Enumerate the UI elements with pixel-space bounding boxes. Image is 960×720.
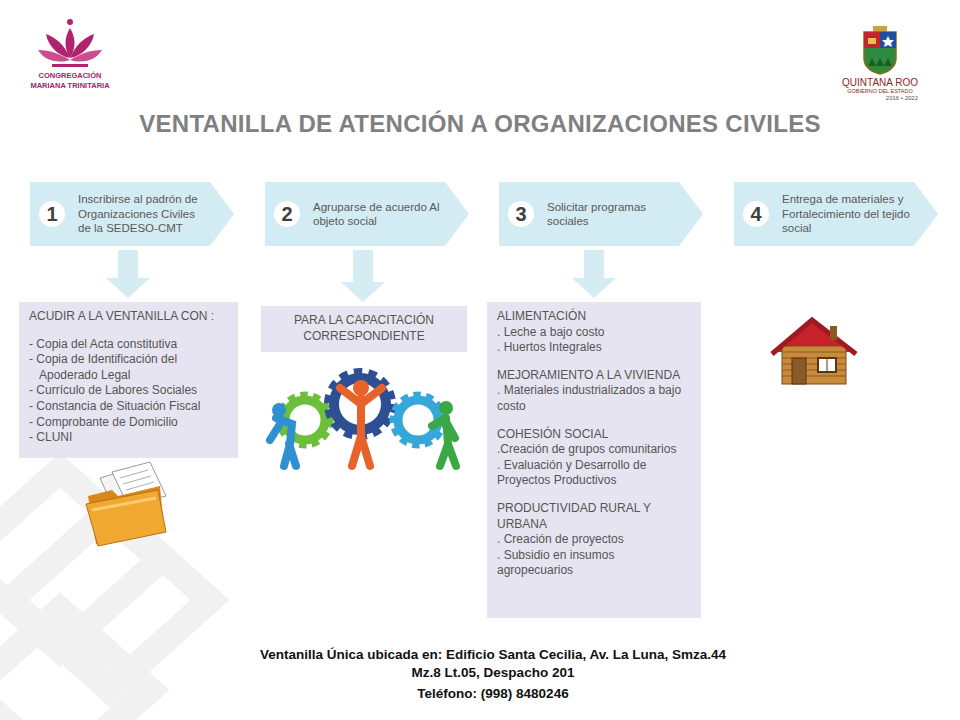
box-text: - Copia del Acta constitutiva [29,337,228,353]
down-arrow [572,250,616,298]
footer-note: Ventanilla Única ubicada en: Edificio Sa… [258,646,728,681]
house-icon [772,320,856,384]
step-text: Solicitar programas sociales [547,200,677,229]
step-text: Entrega de materiales y Fortalecimiento … [782,192,912,235]
quintana-roo-shield [864,26,896,74]
step-chevron: 3 Solicitar programas sociales [499,182,703,246]
chevron-shape [265,182,469,246]
logo-text: CONGREGACIÓN MARIANA TRINITARIA [22,71,118,91]
step-circle [39,201,65,227]
chevron-fill [734,182,938,246]
box-text: - Copia de Identificación del Apoderado … [29,352,228,383]
step-text-wrap: Agruparse de acuerdo Al objeto social [313,200,443,229]
box-text: - Constancia de Situación Fiscal [29,399,228,415]
chevron-fill [265,182,469,246]
congregacion-logo [38,19,102,67]
box-text: PRODUCTIVIDAD RURAL Y URBANA [497,501,691,532]
box-text: ALIMENTACIÓN [497,309,691,325]
down-arrow [106,250,150,298]
step-number: 3 [508,201,534,227]
box-text: . Subsidio en insumos agropecuarios [497,548,691,579]
step-text: Agruparse de acuerdo Al objeto social [313,200,443,229]
teamwork-gears [270,373,456,466]
step-text-wrap: Solicitar programas sociales [547,200,677,229]
step-chevron: 2 Agruparse de acuerdo Al objeto social [265,182,469,246]
box-text: MEJORAMIENTO A LA VIVIENDA [497,368,691,384]
folder-icon [86,462,166,546]
box-text: . Leche a bajo costo [497,325,691,341]
box-text: .Creación de grupos comunitarios [497,442,691,458]
footer-note: Teléfono: (998) 8480246 [258,685,728,703]
box-text: - Comprobante de Domicilio [29,415,228,431]
chevron-fill [30,182,234,246]
logo-text: QUINTANA ROO [838,76,922,89]
watermark [0,470,210,720]
down-arrow [341,250,385,302]
box-text: - Currículo de Labores Sociales [29,383,228,399]
step-circle [508,201,534,227]
info-box: PARA LA CAPACITACIÓN CORRESPONDIENTE [261,306,467,352]
box-text: - CLUNI [29,430,228,446]
step-circle [743,201,769,227]
page-title: VENTANILLA DE ATENCIÓN A ORGANIZACIONES … [40,110,920,138]
step-text-wrap: Inscribirse al padrón de Organizaciones … [78,192,208,235]
box-text: . Evaluación y Desarrollo de Proyectos P… [497,458,691,489]
logo-text: GOBIERNO DEL ESTADO [838,88,922,95]
box-text: . Materiales industrializados a bajo cos… [497,383,691,414]
step-circle [274,201,300,227]
box-text: COHESIÓN SOCIAL [497,427,691,443]
step-text-wrap: Entrega de materiales y Fortalecimiento … [782,192,912,235]
step-number: 1 [39,201,65,227]
step-text: Inscribirse al padrón de Organizaciones … [78,192,208,235]
chevron-fill [499,182,703,246]
box-text: ACUDIR A LA VENTANILLA CON : [29,309,228,325]
step-chevron: 4 Entrega de materiales y Fortalecimiento… [734,182,938,246]
step-number: 4 [743,201,769,227]
box-text: . Creación de proyectos [497,532,691,548]
logo-text: 2016 • 2022 [858,95,918,103]
box-text: . Huertos Integrales [497,340,691,356]
info-box: ALIMENTACIÓN. Leche a bajo costo. Huerto… [487,302,701,618]
step-chevron: 1 Inscribirse al padrón de Organizaciones… [30,182,234,246]
chevron-shape [499,182,703,246]
info-box: ACUDIR A LA VENTANILLA CON : - Copia del … [19,302,238,458]
step-number: 2 [274,201,300,227]
box-text: PARA LA CAPACITACIÓN CORRESPONDIENTE [271,313,457,344]
